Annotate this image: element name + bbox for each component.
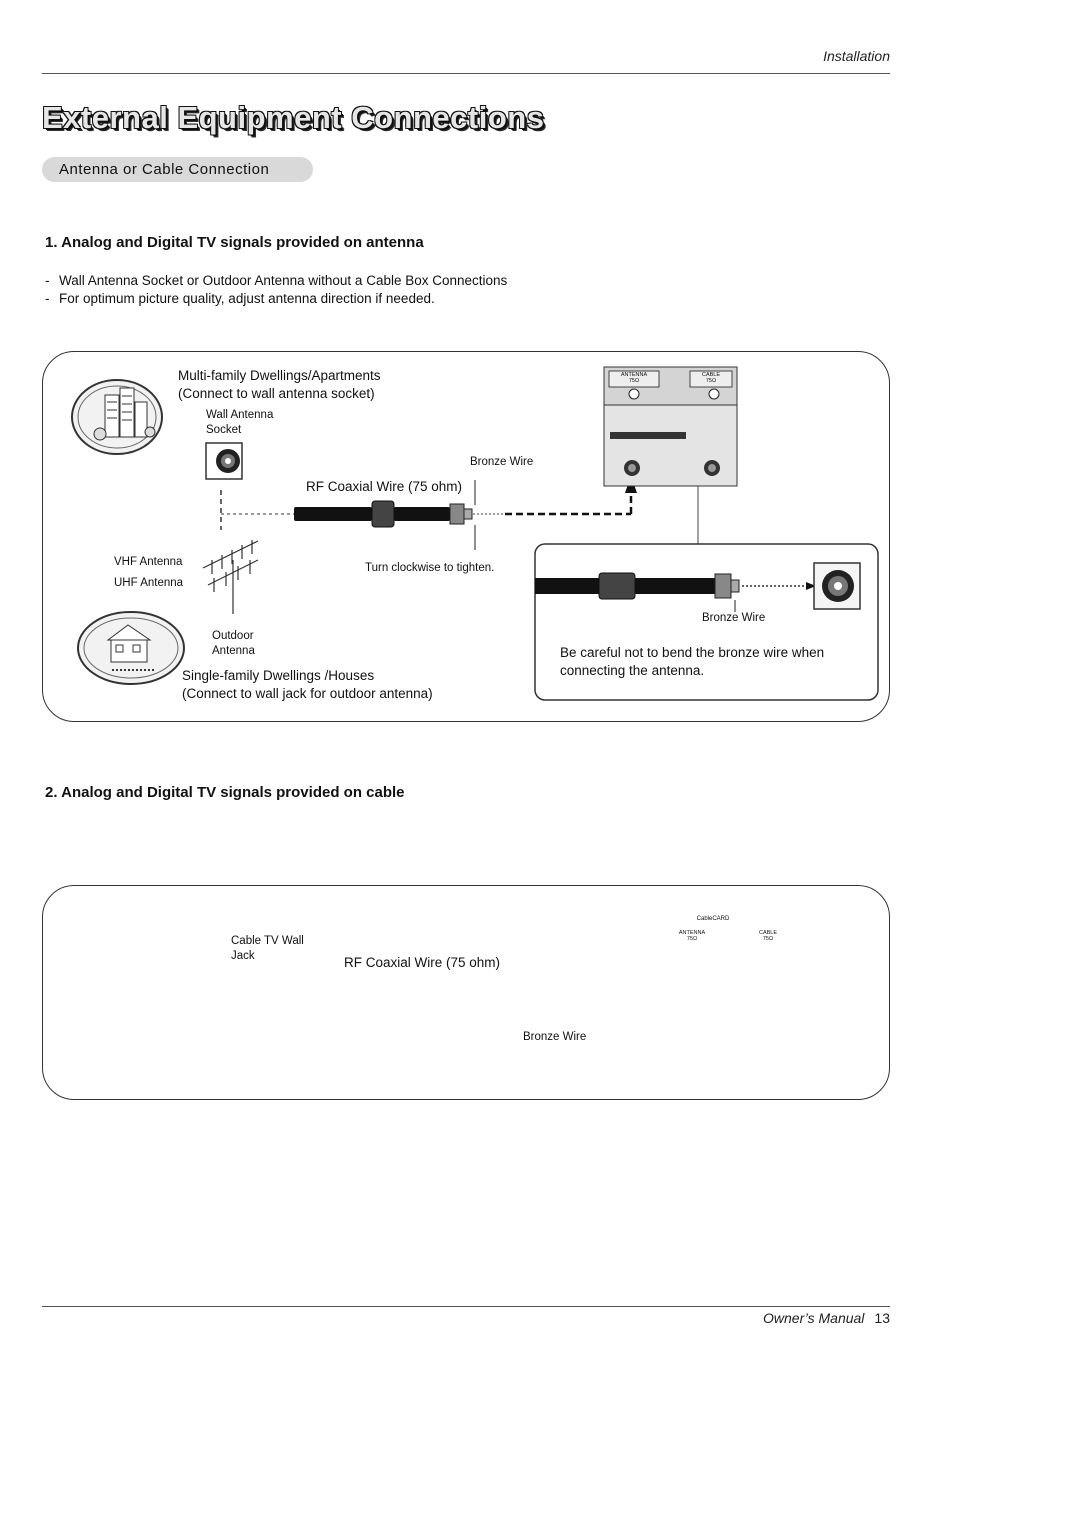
multi-family-label: Multi-family Dwellings/Apartments (Conne…: [178, 368, 381, 401]
caution-note: Be careful not to bend the bronze wire w…: [560, 645, 825, 678]
inset-jack-icon: [813, 562, 861, 610]
part1-heading: 1. Analog and Digital TV signals provide…: [45, 234, 424, 251]
outdoor-antenna-icon: [202, 540, 259, 614]
header-rule: [42, 73, 890, 74]
cable-tv-wall-jack-label: Cable TV Wall Jack: [231, 935, 304, 962]
outdoor-antenna-label: Outdoor Antenna: [212, 630, 255, 657]
footer-label: Owner’s Manual: [763, 1310, 865, 1326]
cable-diagram-panel: [42, 885, 890, 1100]
part1-bullets: -Wall Antenna Socket or Outdoor Antenna …: [45, 272, 507, 308]
tv-port-antenna-label: ANTENNA 75Ω: [620, 372, 648, 384]
rf-cable-label: RF Coaxial Wire (75 ohm): [306, 479, 463, 494]
rf-cable-label-part2: RF Coaxial Wire (75 ohm): [344, 955, 501, 970]
single-family-label: Single-family Dwellings /Houses (Connect…: [182, 668, 433, 701]
bullet-item: -Wall Antenna Socket or Outdoor Antenna …: [45, 273, 508, 288]
page-number: 13: [874, 1310, 890, 1326]
bronze-wire-label-top: Bronze Wire: [470, 456, 534, 468]
part2-heading: 2. Analog and Digital TV signals provide…: [45, 784, 405, 801]
tv-port-cable-label-part2: CABLE 75Ω: [758, 930, 778, 942]
footer: Owner’s Manual 13: [763, 1310, 890, 1326]
bullet-item: -For optimum picture quality, adjust ant…: [45, 291, 435, 306]
tv-back-panel: [603, 366, 738, 487]
apartment-icon: [71, 379, 163, 455]
vhf-antenna-label: VHF Antenna: [114, 556, 183, 568]
tv-port-cable-label: CABLE 75Ω: [701, 372, 721, 384]
section-pill: Antenna or Cable Connection: [42, 157, 313, 182]
rf-coaxial-cable: [294, 500, 473, 528]
bronze-wire-label-part2: Bronze Wire: [523, 1031, 587, 1043]
footer-rule: [42, 1306, 890, 1307]
tighten-note: Turn clockwise to tighten.: [365, 562, 495, 574]
wall-antenna-socket-icon: [205, 442, 243, 480]
bronze-wire-label-inset: Bronze Wire: [702, 612, 766, 624]
wall-antenna-socket-label: Wall Antenna Socket: [206, 409, 274, 436]
uhf-antenna-label: UHF Antenna: [114, 577, 184, 589]
header-section-label: Installation: [823, 48, 890, 64]
tv-port-antenna-label-part2: ANTENNA 75Ω: [678, 930, 706, 942]
tv-cablecard-label: CableCARD: [696, 916, 730, 922]
inset-cable: [535, 572, 740, 600]
page-title: External Equipment Connections: [42, 100, 545, 135]
house-icon: [77, 611, 185, 685]
